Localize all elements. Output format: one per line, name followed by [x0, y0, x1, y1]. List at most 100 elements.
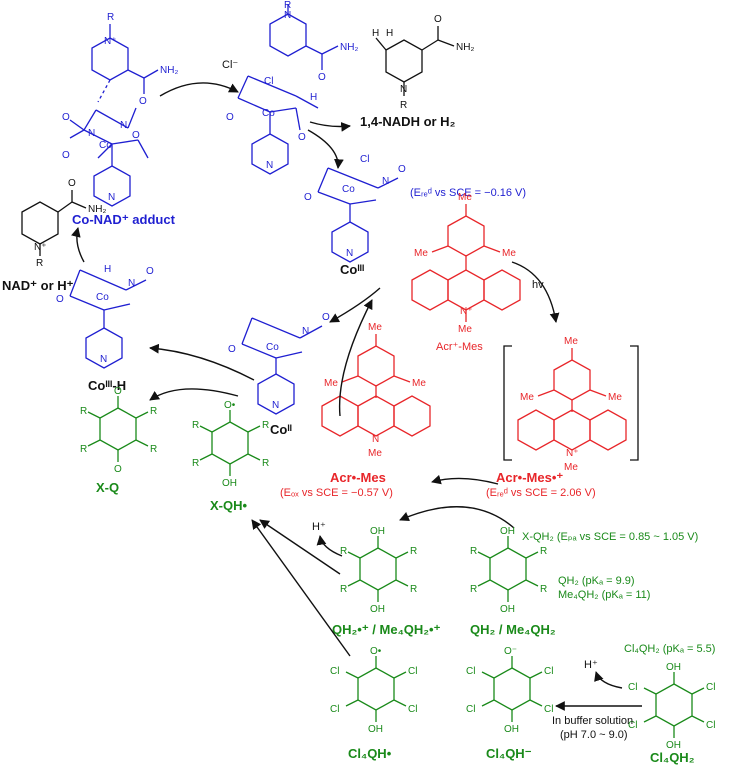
atom-r-6: R — [150, 406, 157, 417]
cl4qh2-label: Cl₄QH₂ — [650, 750, 695, 765]
radcat-label: QH₂•⁺ / Me₄QH₂•⁺ — [332, 622, 441, 637]
atom-r-7: R — [80, 444, 87, 455]
atom-r-4: R — [36, 258, 43, 269]
atom-n-12: N — [272, 400, 279, 411]
nadh-or-h2-label: 1,4-NADH or H₂ — [360, 114, 456, 129]
atom-cl-7: Cl — [466, 666, 475, 677]
xq-label: X-Q — [96, 480, 119, 495]
arrow-h-plus-2 — [594, 671, 623, 689]
co-ii-structure — [241, 317, 323, 415]
atom-nh2-2: NH₂ — [340, 42, 358, 53]
atom-ominus-1: O⁻ — [504, 646, 517, 657]
atom-n-4: N — [284, 10, 291, 21]
nad-or-h-label: NAD⁺ or H⁺ — [2, 278, 74, 293]
atom-co-5: Co — [266, 342, 279, 353]
atom-r-2: R — [284, 0, 291, 11]
atom-me-12: Me — [368, 448, 382, 459]
atom-nplus-2: N⁺ — [34, 242, 47, 253]
atom-r-13: R — [340, 546, 347, 557]
atom-r-1: R — [107, 12, 114, 23]
co-ii-label: Coᴵᴵ — [270, 422, 292, 437]
atom-r-15: R — [340, 584, 347, 595]
atom-cl-1: Cl — [264, 76, 273, 87]
atom-oh-7: OH — [504, 724, 519, 735]
atom-me-4: Me — [458, 324, 472, 335]
atom-h-4: H — [104, 264, 111, 275]
arrow-to-nadh-release — [309, 121, 351, 132]
buffer-label-2: (pH 7.0 ~ 9.0) — [560, 729, 628, 741]
co-iii-structure — [317, 167, 399, 263]
xqh2-info-label: X-QH₂ (Eₚₐ vs SCE = 0.85 ~ 1.05 V) — [522, 531, 698, 543]
atom-n-2: N — [88, 128, 95, 139]
nad-plus-structure — [21, 190, 87, 256]
qh2-structure — [477, 536, 539, 602]
acr-radical-mes-label: Acr•-Mes — [330, 470, 386, 485]
atom-o-16: O — [114, 386, 122, 397]
atom-cl-10: Cl — [544, 704, 553, 715]
atom-r-16: R — [410, 584, 417, 595]
co-iii-h-structure — [69, 269, 147, 369]
co-iii-h-label: Coᴵᴵᴵ-H — [88, 378, 126, 393]
arrow-to-co-iii — [307, 129, 344, 169]
atom-o-3: O — [62, 112, 70, 123]
xq-structure — [87, 396, 149, 462]
atom-cl-14: Cl — [706, 720, 715, 731]
h-plus-2-label: H⁺ — [584, 659, 598, 671]
atom-n-6: N — [400, 84, 407, 95]
atom-co-4: Co — [96, 292, 109, 303]
atom-o-6: O — [226, 112, 234, 123]
atom-r-10: R — [262, 420, 269, 431]
arrow-xqh2-oxidation — [399, 506, 515, 529]
atom-o-13: O — [56, 294, 64, 305]
atom-o-17: O — [114, 464, 122, 475]
atom-co-2: Co — [262, 108, 275, 119]
acr-ered-label: (Eᵣₑᵈ vs SCE = 2.06 V) — [486, 487, 596, 499]
acr-mes-radcat-label: Acr•-Mes•⁺ — [496, 470, 563, 485]
arrow-adduct-to-nadh — [159, 82, 239, 97]
atom-o-1: O — [139, 96, 147, 107]
cl4qh2-pka-label: Cl₄QH₂ (pKₐ = 5.5) — [624, 643, 715, 655]
cl4qh2-structure — [643, 672, 705, 738]
atom-co-1: Co — [99, 140, 112, 151]
atom-oh-5: OH — [500, 604, 515, 615]
atom-o-2: O — [132, 130, 140, 141]
arrow-co-ii-to-co-iii-h — [149, 343, 255, 381]
atom-cl-4: Cl — [408, 666, 417, 677]
atom-orad-1: O• — [224, 400, 236, 411]
arrow-co-iii-to-co-ii — [329, 287, 381, 323]
acr-mes-label: Acr⁺-Mes — [436, 341, 483, 353]
atom-me-10: Me — [324, 378, 338, 389]
atom-nplus-3: N⁺ — [460, 306, 473, 317]
acr-radical-mes-structure — [321, 334, 431, 437]
atom-n-10: N — [100, 354, 107, 365]
atom-n-13: N — [372, 434, 379, 445]
atom-me-2: Me — [414, 248, 428, 259]
atom-me-9: Me — [368, 322, 382, 333]
atom-oh-3: OH — [370, 604, 385, 615]
atom-cl-6: Cl — [408, 704, 417, 715]
arrow-radical-to-acr — [338, 299, 373, 417]
atom-r-9: R — [192, 420, 199, 431]
arrow-h-plus-1 — [316, 535, 343, 557]
atom-r-18: R — [540, 546, 547, 557]
co-iii-label: Coᴵᴵᴵ — [340, 262, 364, 277]
atom-n-8: N — [346, 248, 353, 259]
co-nadh-complex-structure — [237, 4, 339, 175]
atom-o-4: O — [62, 150, 70, 161]
atom-oh-2: OH — [370, 526, 385, 537]
atom-o-5: O — [318, 72, 326, 83]
atom-nplus-4: N⁺ — [566, 448, 579, 459]
atom-nh2-3: NH₂ — [456, 42, 474, 53]
atom-r-12: R — [262, 458, 269, 469]
atom-n-5: N — [266, 160, 273, 171]
atom-cl-8: Cl — [544, 666, 553, 677]
arrow-to-xq — [149, 388, 239, 401]
atom-me-5: Me — [564, 336, 578, 347]
arrow-radcat-to-xqh — [259, 519, 341, 575]
atom-cl-3: Cl — [330, 666, 339, 677]
atom-r-14: R — [410, 546, 417, 557]
atom-r-8: R — [150, 444, 157, 455]
atom-nplus-1: N⁺ — [104, 36, 117, 47]
atom-n-11: N — [302, 326, 309, 337]
